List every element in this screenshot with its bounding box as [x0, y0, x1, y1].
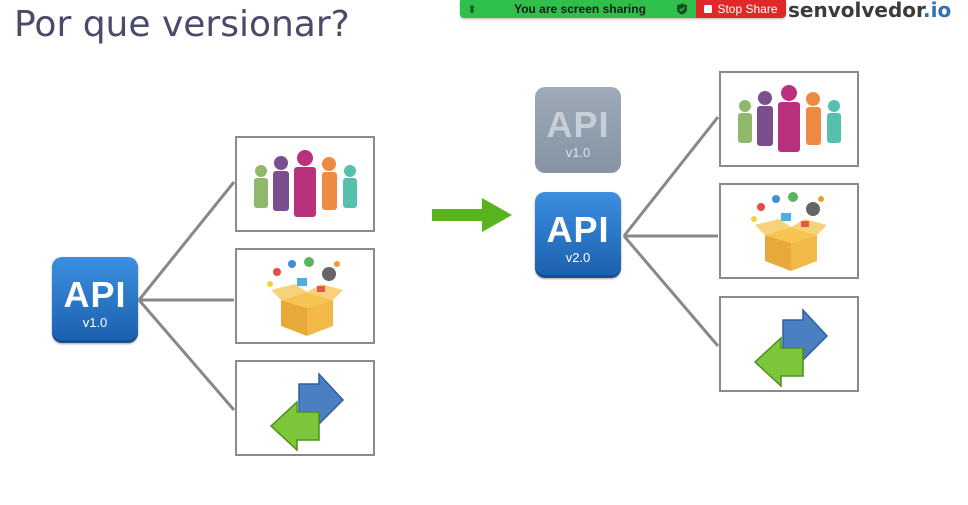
- page-title: Por que versionar?: [14, 4, 350, 45]
- brand-logo: senvolvedor.io: [788, 0, 951, 22]
- consumer-card-apps: [235, 248, 375, 344]
- connector-line: [137, 299, 236, 411]
- people-group-icon: [254, 150, 357, 217]
- brand-name: senvolvedor: [788, 0, 924, 22]
- api-v1-deprecated-tile: API v1.0: [535, 87, 621, 173]
- consumer-card-people: [235, 136, 375, 232]
- api-v1-tile: API v1.0: [52, 257, 138, 343]
- api-label: API: [546, 104, 610, 145]
- consumer-card-apps: [719, 183, 859, 279]
- api-version: v1.0: [82, 315, 108, 330]
- stop-share-label: Stop Share: [717, 2, 778, 16]
- screen-share-label: You are screen sharing: [514, 2, 646, 16]
- screen-share-bar: ⬍ You are screen sharing Stop Share: [460, 0, 786, 18]
- app-box-icon: [267, 257, 343, 336]
- drag-handle-icon[interactable]: ⬍: [467, 3, 477, 16]
- stop-share-button[interactable]: Stop Share: [696, 0, 786, 18]
- api-label: API: [546, 209, 610, 250]
- app-box-icon: [751, 192, 827, 271]
- consumer-card-exchange: [235, 360, 375, 456]
- api-version: v1.0: [565, 145, 591, 160]
- api-v2-tile: API v2.0: [535, 192, 621, 278]
- api-version: v2.0: [565, 250, 591, 265]
- screen-share-status[interactable]: ⬍ You are screen sharing: [460, 0, 696, 18]
- connector-line: [622, 235, 720, 347]
- api-label: API: [63, 274, 127, 315]
- brand-tld: .io: [923, 0, 952, 22]
- shield-check-icon: [677, 3, 687, 15]
- people-group-icon: [738, 85, 841, 152]
- exchange-arrows-icon: [753, 308, 829, 388]
- stop-icon: [704, 5, 713, 13]
- right-arrow-icon: [432, 198, 512, 232]
- connector-line: [137, 181, 236, 301]
- consumer-card-people: [719, 71, 859, 167]
- connector-line: [622, 116, 720, 237]
- consumer-card-exchange: [719, 296, 859, 392]
- exchange-arrows-icon: [269, 372, 345, 452]
